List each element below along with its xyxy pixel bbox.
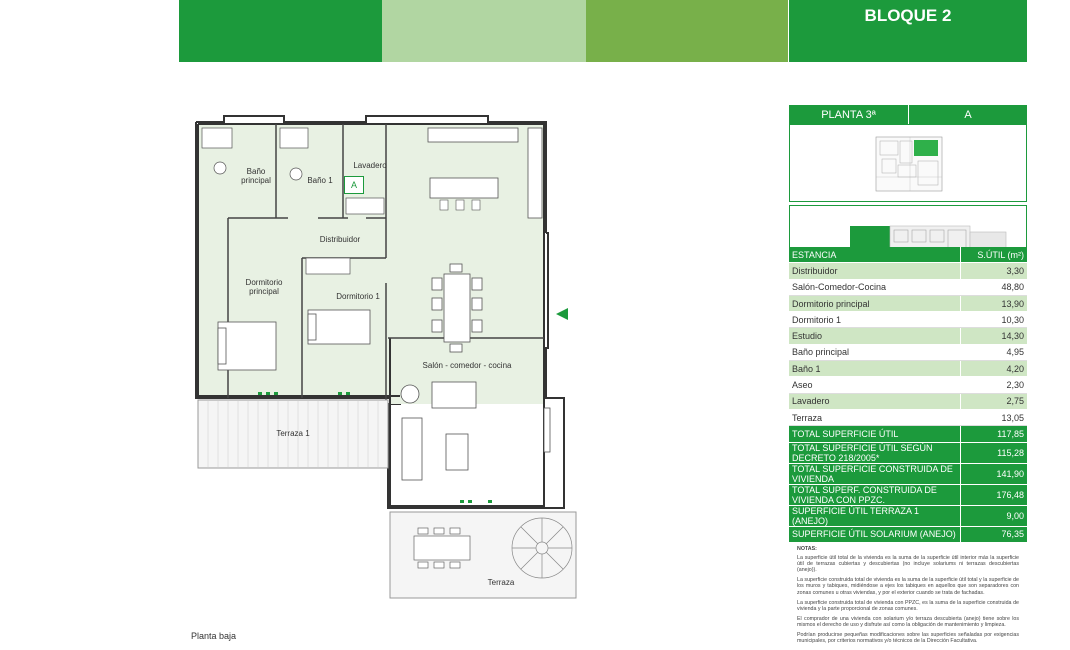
notes-section: NOTAS: La superficie útil total de la vi… [797, 546, 1019, 648]
note-paragraph: El comprador de una vivienda con solariu… [797, 615, 1019, 628]
room-name: Estudio [789, 327, 961, 345]
floor-row: PLANTA 3ª A [789, 104, 1027, 125]
total-value: 76,35 [960, 526, 1027, 543]
total-value: 115,28 [960, 442, 1027, 464]
bathroom-fixtures [201, 127, 385, 275]
room-label-distribuidor: Distribuidor [319, 235, 361, 244]
entrance-arrow-icon [556, 308, 568, 320]
terrace [389, 511, 577, 599]
room-area: 4,20 [960, 360, 1027, 378]
bed-principal [217, 321, 277, 371]
room-label-terraza-1: Terraza 1 [276, 429, 310, 438]
block-title: BLOQUE 2 [789, 0, 1027, 62]
total-value: 117,85 [960, 425, 1027, 443]
spiral-staircase-icon [511, 517, 573, 579]
room-label-lavadero: Lavadero [353, 161, 387, 170]
room-area: 3,30 [960, 262, 1027, 280]
note-paragraph: La superficie construida total de vivien… [797, 599, 1019, 612]
room-label-salon: Salón - comedor - cocina [422, 361, 512, 370]
lavadero-badge: A [344, 176, 364, 194]
notes-title: NOTAS: [797, 546, 817, 552]
column-header-room: ESTANCIA [789, 247, 961, 264]
unit-label: A [964, 109, 972, 121]
room-name: Baño principal [789, 344, 961, 362]
header-band-light [382, 0, 586, 62]
total-name: TOTAL SUPERFICIE ÚTIL SEGÚN DECRETO 218/… [789, 442, 961, 464]
site-plan-image [875, 136, 943, 192]
total-value: 9,00 [960, 505, 1027, 527]
room-name: Lavadero [789, 393, 961, 410]
room-label-bano-principal: Baño principal [241, 167, 271, 185]
room-label-terraza: Terraza [487, 578, 515, 587]
room-label-dormitorio-principal: Dormitorio principal [245, 278, 283, 296]
floor-label: PLANTA 3ª [789, 105, 909, 125]
header-band-mid [586, 0, 788, 62]
room-area: 13,05 [960, 409, 1027, 427]
room-name: Dormitorio principal [789, 295, 961, 313]
total-value: 176,48 [960, 484, 1027, 506]
room-area: 13,90 [960, 295, 1027, 313]
room-label-bano-1: Baño 1 [307, 176, 333, 185]
floor-plan [195, 115, 577, 599]
total-name: TOTAL SUPERF. CONSTRUIDA DE VIVIENDA CON… [789, 484, 961, 506]
room-name: Aseo [789, 376, 961, 394]
room-label-dormitorio-1: Dormitorio 1 [336, 292, 380, 301]
room-name: Baño 1 [789, 360, 961, 378]
note-paragraph: La superficie construida total de vivien… [797, 577, 1019, 596]
total-row: SUPERFICIE ÚTIL SOLARIUM (ANEJO)76,35 [789, 526, 1027, 543]
building-site-thumbnail [789, 124, 1027, 202]
bed-dormitorio-1 [307, 309, 371, 345]
total-name: TOTAL SUPERFICIE CONSTRUIDA DE VIVIENDA [789, 463, 961, 485]
room-area: 4,95 [960, 344, 1027, 362]
room-area: 14,30 [960, 327, 1027, 345]
window-marks [258, 392, 492, 503]
total-value: 141,90 [960, 463, 1027, 485]
living-furniture [400, 381, 551, 481]
header-band-dark [179, 0, 382, 62]
dining-table [431, 263, 483, 353]
block-title-text: BLOQUE 2 [864, 6, 952, 25]
total-row: TOTAL SUPERF. CONSTRUIDA DE VIVIENDA CON… [789, 484, 1027, 506]
total-name: SUPERFICIE ÚTIL SOLARIUM (ANEJO) [789, 526, 961, 543]
room-name: Terraza [789, 409, 961, 427]
total-row: TOTAL SUPERFICIE ÚTIL SEGÚN DECRETO 218/… [789, 442, 1027, 464]
total-row: SUPERFICIE ÚTIL TERRAZA 1 (ANEJO)9,00 [789, 505, 1027, 527]
room-area: 10,30 [960, 311, 1027, 329]
room-name: Salón-Comedor-Cocina [789, 279, 961, 296]
room-area: 2,75 [960, 393, 1027, 410]
note-paragraph: La superficie útil total de la vivienda … [797, 555, 1019, 574]
room-area: 48,80 [960, 279, 1027, 296]
table-header-row: ESTANCIA S.ÚTIL (m²) [789, 247, 1027, 264]
kitchen-counter [427, 127, 543, 219]
terrace-1 [197, 399, 389, 469]
plan-caption: Planta baja [191, 631, 237, 641]
note-paragraph: Podrían producirse pequeñas modificacion… [797, 632, 1019, 645]
column-header-area: S.ÚTIL (m²) [960, 247, 1027, 264]
room-name: Distribuidor [789, 262, 961, 280]
total-name: SUPERFICIE ÚTIL TERRAZA 1 (ANEJO) [789, 505, 961, 527]
room-area: 2,30 [960, 376, 1027, 394]
total-name: TOTAL SUPERFICIE ÚTIL [789, 425, 961, 443]
room-name: Dormitorio 1 [789, 311, 961, 329]
kitchen-stools [439, 199, 481, 211]
